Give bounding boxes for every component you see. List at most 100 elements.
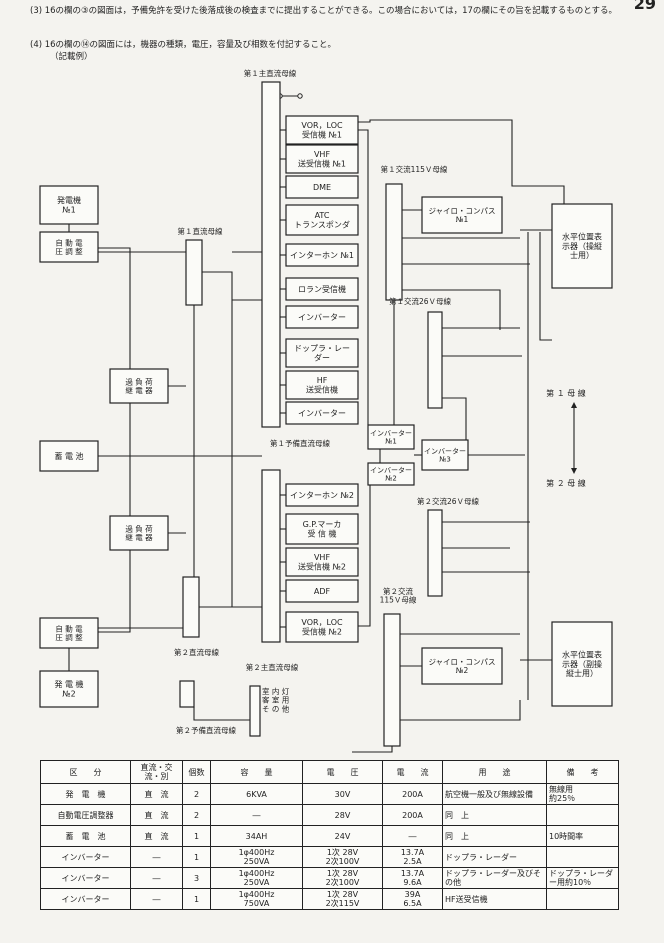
device-dme-label: DME bbox=[313, 183, 331, 192]
device-vhf2 bbox=[285, 547, 359, 577]
device-intercom1 bbox=[285, 243, 359, 267]
hsi-copilot-box-label: 水平位置表示器（副操縦士用） bbox=[562, 650, 602, 678]
table-cell bbox=[546, 804, 619, 826]
device-atc bbox=[285, 204, 359, 236]
table-cell: 1次 28V 2次100V bbox=[302, 846, 383, 868]
dc-bus-2-bar bbox=[182, 576, 200, 638]
table-cell: 1φ400Hz 750VA bbox=[210, 888, 303, 910]
table-cell: 1 bbox=[182, 888, 211, 910]
gyro-compass-2-box bbox=[421, 647, 503, 685]
table-cell: インバーター bbox=[40, 888, 131, 910]
table-cell: ― bbox=[130, 888, 183, 910]
table-cell: 10時間率 bbox=[546, 825, 619, 847]
device-vor1 bbox=[285, 115, 359, 145]
voltage-regulator-1-box bbox=[39, 231, 99, 263]
ac115-bus-2-bar bbox=[383, 613, 401, 747]
device-adf-label: ADF bbox=[314, 587, 331, 596]
voltage-regulator-2-box bbox=[39, 617, 99, 649]
table-cell: 2 bbox=[182, 804, 211, 826]
inverter-2-box bbox=[367, 462, 415, 486]
table-cell bbox=[546, 846, 619, 868]
gyro-compass-1-box bbox=[421, 196, 503, 234]
page-number: 29 bbox=[633, 0, 656, 13]
ac26-bus-2-label: 第２交流26Ｖ母線 bbox=[417, 496, 480, 506]
note-3: (3) 16の欄の③の図面は，予備免許を受けた後落成後の検査までに提出することが… bbox=[30, 6, 617, 16]
table-header-row: 区 分直流・交流・別個数容 量電 圧電 流用 途備 考 bbox=[40, 760, 619, 784]
table-cell: 3 bbox=[182, 867, 211, 889]
note-4: (4) 16の欄の⑭の図面には，機器の種類，電圧，容量及び相数を付記すること。 bbox=[30, 40, 337, 50]
hsi-pilot-box bbox=[551, 203, 613, 289]
table-cell: 28V bbox=[302, 804, 383, 826]
device-dme bbox=[285, 175, 359, 199]
table-cell: 34AH bbox=[210, 825, 303, 847]
table-cell: 1φ400Hz 250VA bbox=[210, 846, 303, 868]
inverter-1-box bbox=[367, 424, 415, 450]
table-header-cell: 電 流 bbox=[382, 760, 443, 784]
table-header-cell: 区 分 bbox=[40, 760, 131, 784]
device-vor2 bbox=[285, 611, 359, 643]
table-cell: 30V bbox=[302, 783, 383, 805]
ac115-bus-1-label: 第１交流115Ｖ母線 bbox=[381, 164, 448, 174]
device-vhf1 bbox=[285, 144, 359, 174]
bus-2-label: 第 ２ 母 線 bbox=[546, 478, 586, 488]
table-cell: 直 流 bbox=[130, 804, 183, 826]
generator-2-box-label: 発 電 機№2 bbox=[54, 679, 83, 698]
device-intercom2 bbox=[285, 483, 359, 507]
table-cell: 航空機一般及び無線設備 bbox=[442, 783, 547, 805]
device-doppler bbox=[285, 338, 359, 368]
inverter-2-box-label: インバーター№2 bbox=[370, 465, 412, 482]
table-cell: インバーター bbox=[40, 867, 131, 889]
device-loran bbox=[285, 277, 359, 301]
main-dc-bus-2-bar bbox=[261, 469, 281, 643]
main-dc-bus-1-label: 第１主直流母線 bbox=[244, 68, 297, 78]
generator-1-box bbox=[39, 185, 99, 225]
loads-bar bbox=[249, 685, 261, 737]
dc-bus-1-label: 第１直流母線 bbox=[178, 226, 223, 236]
table-cell: 24V bbox=[302, 825, 383, 847]
device-gp bbox=[285, 513, 359, 545]
table-cell: 1 bbox=[182, 825, 211, 847]
device-inverter-a bbox=[285, 305, 359, 329]
table-cell: 1次 28V 2次115V bbox=[302, 888, 383, 910]
overload-relay-2-box-label: 過 負 荷継 電 器 bbox=[125, 523, 153, 542]
table-cell: ― bbox=[130, 846, 183, 868]
table-cell: ― bbox=[382, 825, 443, 847]
example-label: （記載例） bbox=[50, 52, 93, 62]
table-header-cell: 直流・交流・別 bbox=[130, 760, 183, 784]
device-intercom2-label: インターホン №2 bbox=[290, 491, 354, 500]
dc-bus-2-label: 第２直流母線 bbox=[174, 647, 219, 657]
device-adf bbox=[285, 579, 359, 603]
table-cell: HF送受信機 bbox=[442, 888, 547, 910]
device-doppler-label: ドップラ・レーダー bbox=[294, 344, 350, 362]
spare-dc-bus-1-label: 第１予備直流母線 bbox=[270, 438, 330, 448]
table-cell: 39A 6.5A bbox=[382, 888, 443, 910]
table-cell: 同 上 bbox=[442, 825, 547, 847]
ac26-bus-1-bar bbox=[427, 311, 443, 409]
overload-relay-1-box-label: 過 負 荷継 電 器 bbox=[125, 376, 153, 395]
table-cell: ドップラ・レーダー及びその他 bbox=[442, 867, 547, 889]
table-cell: 同 上 bbox=[442, 804, 547, 826]
device-inverter-b bbox=[285, 401, 359, 425]
table-header-cell: 個数 bbox=[182, 760, 211, 784]
table-cell: ― bbox=[130, 867, 183, 889]
table-cell bbox=[546, 888, 619, 910]
inverter-3-box bbox=[421, 439, 469, 471]
table-cell: 6KVA bbox=[210, 783, 303, 805]
battery-box bbox=[39, 440, 99, 472]
hsi-copilot-box bbox=[551, 621, 613, 707]
device-gp-label: G.P.マーカ受 信 機 bbox=[303, 520, 342, 538]
overload-relay-1-box bbox=[109, 368, 169, 404]
table-header-cell: 電 圧 bbox=[302, 760, 383, 784]
table-header-cell: 容 量 bbox=[210, 760, 303, 784]
hsi-pilot-box-label: 水平位置表示器（操縦士用） bbox=[562, 232, 602, 260]
table-header-cell: 用 途 bbox=[442, 760, 547, 784]
table-cell: ドップラ・レーダー bbox=[442, 846, 547, 868]
ac26-bus-2-bar bbox=[427, 509, 443, 597]
